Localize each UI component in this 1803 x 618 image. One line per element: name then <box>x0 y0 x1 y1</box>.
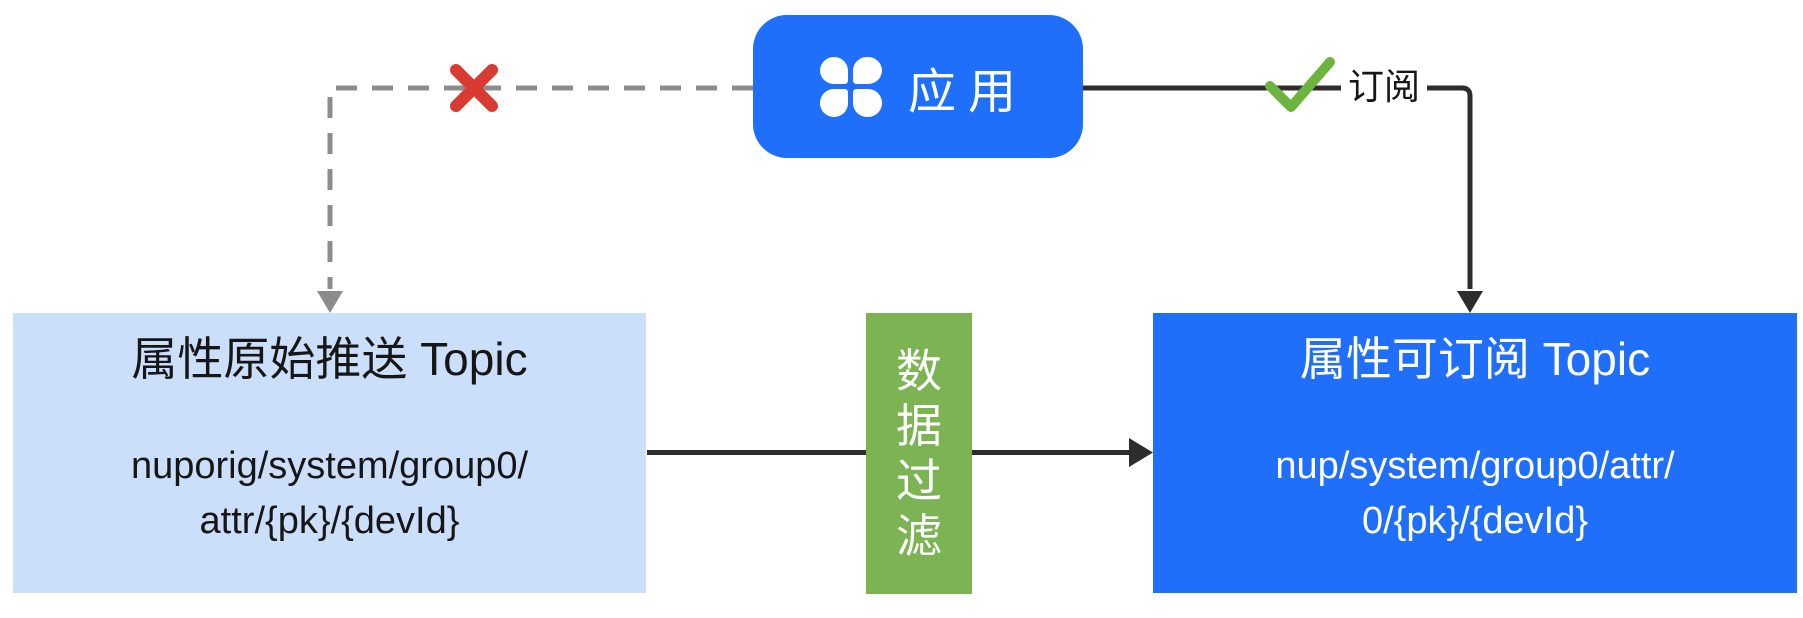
subscribable-topic-path-line-2: 0/{pk}/{devId} <box>1361 500 1589 542</box>
app-node-label: 应用 <box>907 65 1028 119</box>
app-node: 应用 <box>753 15 1083 158</box>
filter-char: 过 <box>896 455 942 507</box>
subscribe-label: 订阅 <box>1341 64 1428 110</box>
data-filter-node: 数 据 过 滤 <box>866 313 972 594</box>
filter-char: 据 <box>896 400 942 452</box>
raw-topic-path-line-1: nuporig/system/group0/ <box>130 445 529 487</box>
raw-push-topic-node: 属性原始推送 Topic nuporig/system/group0/ attr… <box>13 313 646 593</box>
filter-edge-arrowhead <box>1129 438 1153 467</box>
app-grid-icon <box>819 56 882 117</box>
check-icon <box>1265 57 1335 112</box>
subscribable-topic-path-line-1: nup/system/group0/attr/ <box>1275 445 1675 487</box>
filter-char: 数 <box>896 345 942 397</box>
subscribe-edge-arrowhead <box>1457 291 1483 313</box>
blocked-edge-arrowhead <box>317 291 343 313</box>
subscribable-topic-title: 属性可订阅 Topic <box>1299 333 1651 385</box>
subscribe-edge-line <box>1083 85 1473 289</box>
subscribable-topic-node: 属性可订阅 Topic nup/system/group0/attr/ 0/{p… <box>1153 313 1797 593</box>
raw-topic-title: 属性原始推送 Topic <box>131 333 528 385</box>
blocked-edge-dashed-line <box>327 85 753 289</box>
raw-topic-path-line-2: attr/{pk}/{devId} <box>199 500 460 542</box>
subscribable-topic-path: nup/system/group0/attr/ 0/{pk}/{devId} <box>1153 439 1797 549</box>
raw-topic-path: nuporig/system/group0/ attr/{pk}/{devId} <box>13 439 646 549</box>
forbidden-cross-icon <box>450 64 498 112</box>
filter-char: 滤 <box>896 510 942 562</box>
